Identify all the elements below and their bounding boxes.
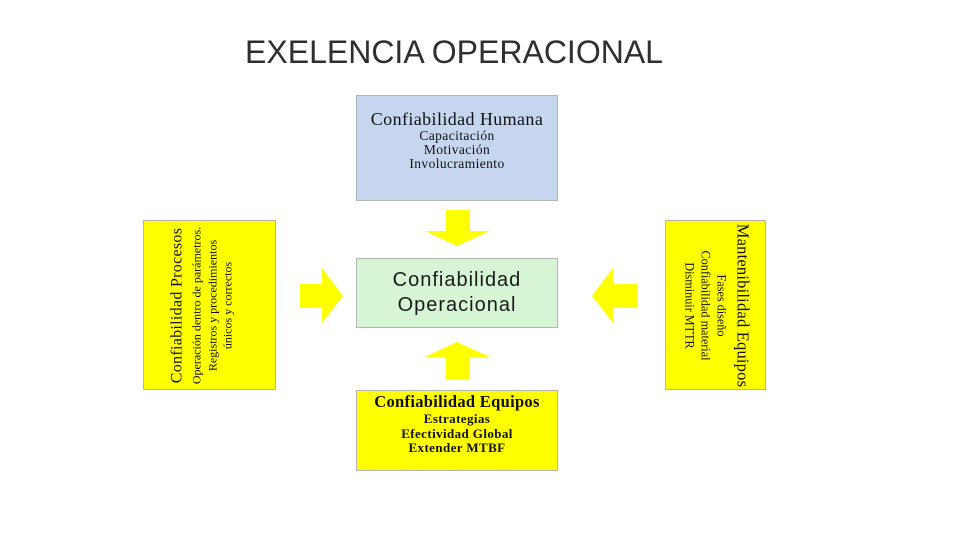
equipment-maintainability-box: Mantenibilidad Equipos Fases diseño Conf…	[665, 220, 766, 390]
human-reliability-box: Confiabilidad Humana Capacitación Motiva…	[356, 95, 558, 201]
arrow-left-icon	[592, 268, 637, 323]
box-item: Registros y procedimientos	[204, 239, 219, 371]
box-item: Disminuir MTTR	[682, 261, 696, 349]
box-item: Confiabilidad material	[698, 250, 712, 360]
box-item: Capacitación	[419, 128, 495, 143]
center-line: Confiabilidad	[392, 269, 522, 291]
box-item: Operación dentro de parámetros.	[189, 226, 203, 384]
box-item: Efectividad Global	[401, 425, 513, 441]
process-reliability-box: Confiabilidad Procesos Operación dentro …	[143, 220, 276, 390]
operational-reliability-box: Confiabilidad Operacional	[356, 258, 558, 328]
box-heading: Confiabilidad Procesos	[168, 227, 185, 383]
arrow-right-icon	[300, 268, 343, 323]
arrow-up-icon	[425, 342, 490, 380]
equipment-reliability-box: Confiabilidad Equipos Estrategias Efecti…	[356, 390, 558, 471]
box-item: Fases diseño	[714, 274, 728, 336]
box-item: Estrategias	[423, 411, 491, 426]
box-item: únicos y correctos	[220, 261, 234, 349]
box-heading: Confiabilidad Humana	[370, 109, 544, 129]
slide-title: EXELENCIA OPERACIONAL	[245, 34, 663, 70]
box-item: Motivación	[423, 142, 491, 157]
box-item: Extender MTBF	[408, 440, 506, 455]
box-heading: Confiabilidad Equipos	[374, 392, 540, 411]
rotated-text-group: Confiabilidad Procesos Operación dentro …	[143, 220, 276, 390]
center-line: Operacional	[397, 294, 517, 316]
arrow-down-icon	[425, 210, 490, 246]
box-heading: Mantenibilidad Equipos	[733, 223, 752, 387]
box-item: Involucramiento	[409, 156, 505, 171]
rotated-text-group: Mantenibilidad Equipos Fases diseño Conf…	[665, 220, 766, 390]
